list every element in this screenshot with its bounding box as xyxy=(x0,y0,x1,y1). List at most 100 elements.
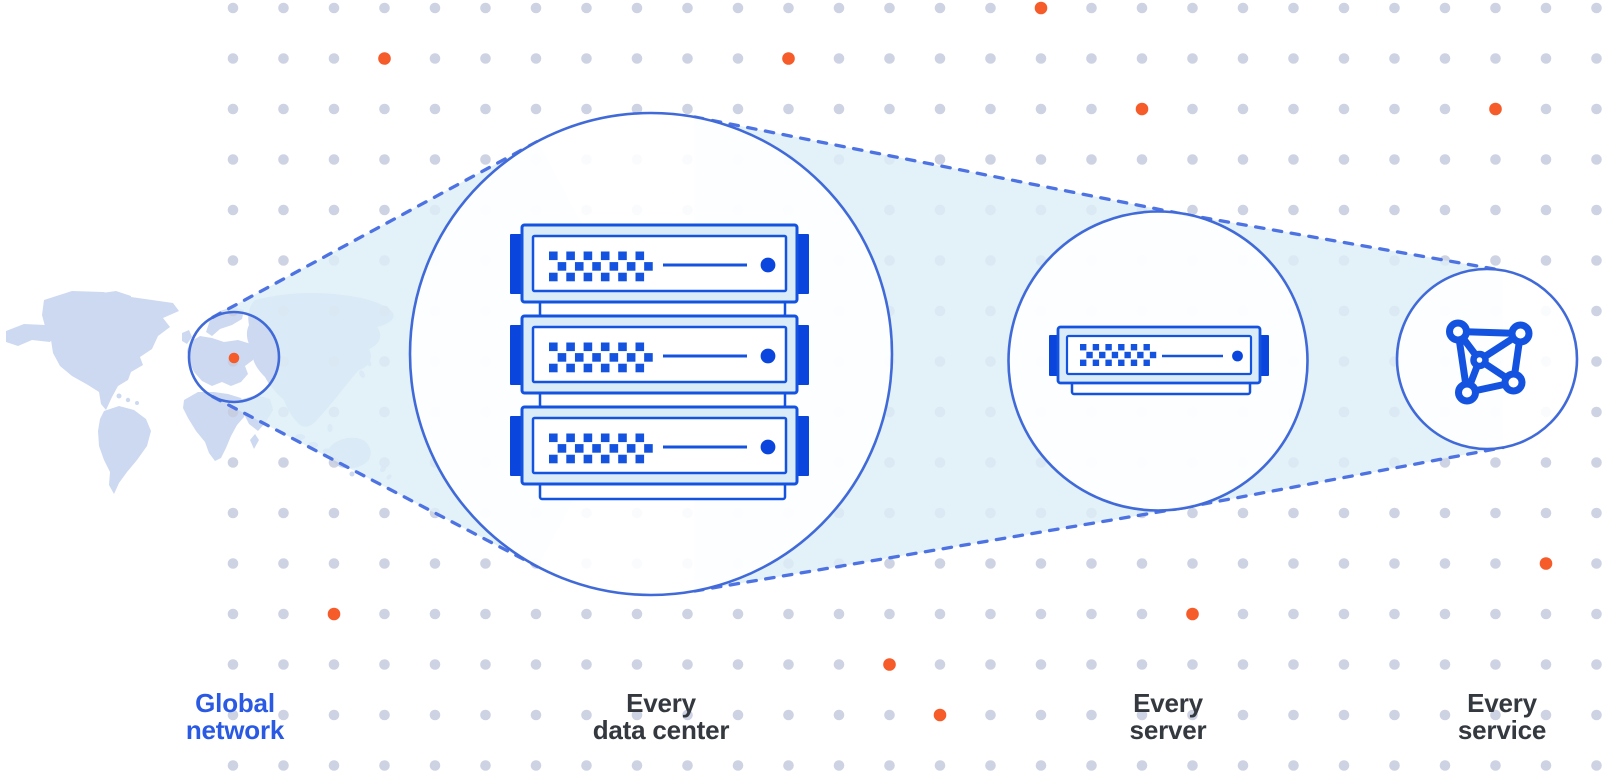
server-panel xyxy=(531,234,788,293)
grid-dot xyxy=(1490,204,1501,216)
vent-square xyxy=(592,353,601,362)
grid-dot xyxy=(1389,154,1400,165)
grid-dot xyxy=(1338,709,1350,721)
mesh-node-center xyxy=(1470,350,1489,370)
grid-dot xyxy=(1035,103,1047,115)
grid-dot xyxy=(227,2,239,14)
grid-dot xyxy=(631,103,643,115)
vent-square xyxy=(600,433,610,443)
grid-dot xyxy=(1540,457,1552,468)
grid-dot xyxy=(1237,558,1249,569)
grid-dot xyxy=(581,608,592,620)
grid-dot xyxy=(783,608,794,620)
grid-dot xyxy=(379,659,390,670)
vent-square xyxy=(574,262,584,271)
grid-dot xyxy=(833,53,845,64)
mesh-node xyxy=(1455,380,1479,405)
grid-dot xyxy=(1187,53,1198,64)
grid-dot xyxy=(1086,608,1097,620)
vent-square xyxy=(626,444,636,453)
grid-dot xyxy=(934,558,946,569)
grid-dot xyxy=(985,760,996,771)
grid-dot xyxy=(530,608,542,620)
vent-square xyxy=(549,251,558,261)
grid-dot xyxy=(1490,709,1501,721)
map-highlight-circle xyxy=(187,310,281,404)
grid-dot xyxy=(429,103,441,115)
grid-dot xyxy=(1540,53,1552,64)
grid-dot xyxy=(1035,608,1047,620)
vent-square xyxy=(583,433,593,443)
vent-square xyxy=(583,251,593,261)
grid-dot xyxy=(884,2,895,14)
grid-dot xyxy=(480,103,491,115)
grid-dot xyxy=(884,558,895,569)
grid-dot xyxy=(1540,204,1552,216)
grid-dot xyxy=(732,659,744,670)
mesh-node xyxy=(1446,319,1470,344)
grid-dot-orange xyxy=(1186,607,1199,621)
vent-square xyxy=(583,272,593,282)
vent-square xyxy=(600,342,610,352)
vent-square xyxy=(600,272,610,282)
vent-square xyxy=(583,342,593,352)
vent-square xyxy=(609,353,619,362)
grid-dot xyxy=(1187,760,1198,771)
grid-dot xyxy=(530,103,542,115)
grid-dot xyxy=(1439,204,1451,216)
grid-dot xyxy=(1288,103,1299,115)
grid-dot xyxy=(1439,457,1451,468)
grid-dot xyxy=(429,608,441,620)
grid-dot xyxy=(1086,2,1097,14)
vent-square xyxy=(600,363,610,373)
server-panel xyxy=(531,325,788,384)
grid-dot-orange xyxy=(933,708,947,722)
grid-dot xyxy=(480,2,491,14)
vent-square xyxy=(635,342,645,352)
grid-dot xyxy=(1591,356,1602,367)
grid-dot xyxy=(1540,255,1552,266)
dash-lower-1 xyxy=(211,395,540,569)
vent-square xyxy=(618,433,627,443)
grid-dot xyxy=(631,608,643,620)
vent-square xyxy=(566,342,575,352)
vent-square xyxy=(1130,344,1138,351)
grid-dot xyxy=(1540,103,1552,115)
grid-dot xyxy=(631,53,643,64)
grid-dot xyxy=(1237,204,1249,216)
grid-dot xyxy=(1136,53,1148,64)
map-island xyxy=(135,401,139,405)
label-global-network: Global network xyxy=(185,688,285,745)
grid-dot xyxy=(934,608,946,620)
grid-dot xyxy=(1540,2,1552,14)
grid-dot xyxy=(1591,608,1602,620)
grid-dot xyxy=(1035,709,1047,721)
grid-dot xyxy=(1136,154,1148,165)
grid-dot xyxy=(1237,659,1249,670)
grid-dot xyxy=(480,760,491,771)
grid-dot xyxy=(682,103,693,115)
grid-dot xyxy=(1591,760,1602,771)
grid-dot xyxy=(985,608,996,620)
grid-dot xyxy=(1035,659,1047,670)
grid-dot xyxy=(1237,103,1249,115)
grid-dot xyxy=(1591,103,1602,115)
vent-square xyxy=(644,262,653,271)
grid-dot xyxy=(732,760,744,771)
grid-dot xyxy=(1591,507,1602,519)
grid-dot xyxy=(530,53,542,64)
grid-dot xyxy=(682,53,693,64)
grid-dot xyxy=(884,709,895,721)
grid-dot xyxy=(985,558,996,569)
grid-dot xyxy=(1540,154,1552,165)
vent-square xyxy=(549,454,558,464)
label-every-data-center: Every data center xyxy=(592,688,730,745)
vent-square xyxy=(566,433,575,443)
grid-dot xyxy=(227,659,239,670)
grid-dot xyxy=(1389,103,1400,115)
map-madagascar xyxy=(250,434,259,449)
grid-dot xyxy=(429,53,441,64)
server-panel xyxy=(1065,334,1253,376)
grid-dot xyxy=(429,709,441,721)
grid-dot xyxy=(682,608,693,620)
